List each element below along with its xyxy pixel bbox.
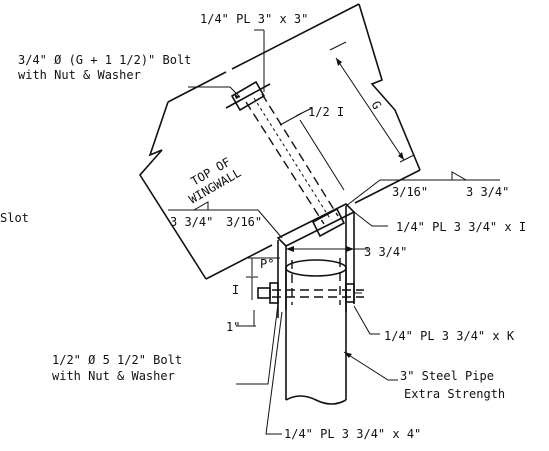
pipe-line1: 3" Steel Pipe [400,369,494,383]
weld-symbol-right: 3/16" 3 3/4" [345,171,509,207]
pipe-line2: Extra Strength [404,387,505,401]
dim-1in: I 1" [226,276,258,334]
weld-left-size1: 3 3/4" [170,215,213,229]
leader-plate-bottom: 1/4" PL 3 3/4" x 4" [265,311,421,441]
plate-k-label: 1/4" PL 3 3/4" x K [384,329,515,343]
slot-label: Slot [0,211,29,225]
dim-3-3-4-label: 3 3/4" [364,245,407,259]
wingwall-slab [139,3,421,280]
half-i-label: 1/2 I [308,105,344,119]
dim-g: G [329,41,415,163]
leader-plate-right: 1/4" PL 3 3/4" x I [353,211,526,234]
plate-bottom-label: 1/4" PL 3 3/4" x 4" [284,427,421,441]
dim-half-i: 1/2 I [279,105,345,191]
weld-right-size2: 3 3/4" [466,185,509,199]
plate-right-label: 1/4" PL 3 3/4" x I [396,220,526,234]
dim-i-label: I [232,283,239,297]
weld-left-size2: 3/16" [226,215,262,229]
anchor-bolt [225,80,346,238]
weld-symbol-left: 3 3/4" 3/16" [168,201,283,239]
dim-p-angle: P° [248,257,280,276]
weld-right-size1: 3/16" [392,185,428,199]
leader-plate-k: 1/4" PL 3 3/4" x K [353,305,515,343]
steel-pipe [285,258,347,405]
plate-top-label: 1/4" PL 3" x 3" [200,12,308,26]
bolt-bottom-line1: 1/2" Ø 5 1/2" Bolt [52,353,182,367]
bolt-top-line1: 3/4" Ø (G + 1 1/2)" Bolt [18,53,191,67]
leader-pipe: 3" Steel Pipe Extra Strength [343,351,505,401]
dim-1-label: 1" [226,320,240,334]
p-deg-label: P° [260,257,274,271]
dim-3-3-4: 3 3/4" [286,245,407,259]
pipe-bolt [257,282,364,304]
bolt-bottom-line2: with Nut & Washer [52,369,175,383]
leader-bottom-bolt: 1/2" Ø 5 1/2" Bolt with Nut & Washer [52,303,279,385]
leader-plate-top: 1/4" PL 3" x 3" [200,12,308,92]
bolt-top-line2: with Nut & Washer [18,68,141,82]
leader-top-bolt: 3/4" Ø (G + 1 1/2)" Bolt with Nut & Wash… [18,53,241,99]
